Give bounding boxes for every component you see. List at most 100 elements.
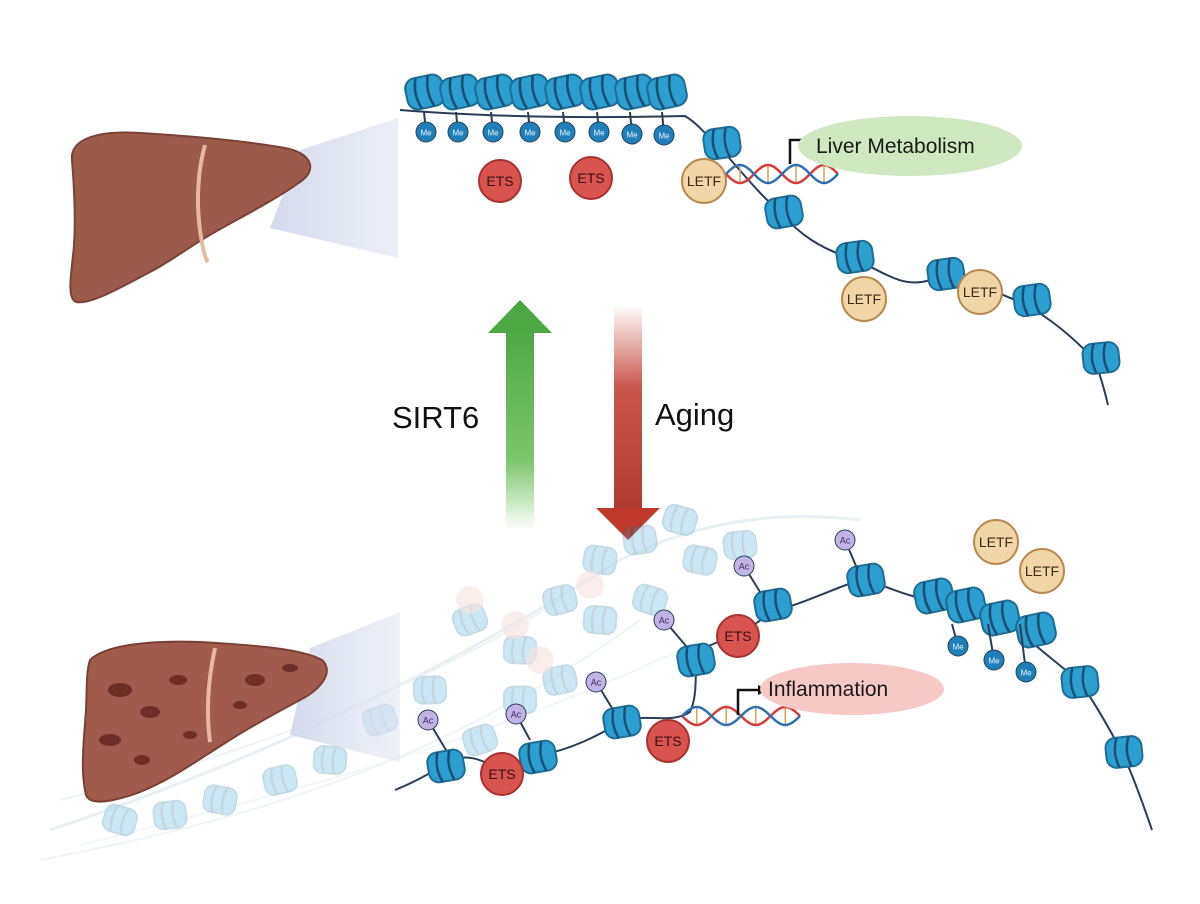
- ets-factor: ETS: [646, 719, 690, 763]
- svg-text:Me: Me: [626, 131, 638, 140]
- nucleosome-icon: [846, 562, 886, 598]
- methyl-mark: Me: [482, 111, 504, 143]
- ets-factor: ETS: [478, 159, 522, 203]
- nucleosome-icon: [646, 73, 688, 111]
- dna-helix-icon: [681, 705, 801, 727]
- nucleosome-icon: [451, 603, 489, 637]
- nucleosome-icon: [622, 524, 658, 556]
- svg-text:LETF: LETF: [1025, 563, 1059, 579]
- svg-text:Me: Me: [420, 129, 432, 138]
- sirt6-label: SIRT6: [392, 400, 479, 435]
- ets-factor: ETS: [716, 614, 760, 658]
- compact-nucleosome-array: [404, 73, 688, 111]
- nucleosome-icon: [542, 583, 578, 617]
- svg-text:Inflammation: Inflammation: [768, 678, 888, 701]
- svg-text:Me: Me: [524, 129, 536, 138]
- svg-text:Me: Me: [952, 643, 964, 652]
- letf-factor: LETF: [957, 269, 1003, 315]
- nucleosome-icon: [518, 739, 558, 775]
- svg-text:Ac: Ac: [591, 678, 602, 688]
- transcription-start-arrow: [736, 688, 758, 715]
- nucleosome-icon: [835, 239, 875, 275]
- chromatin-fiber-top: [399, 109, 1109, 406]
- dna-helix-icon: [725, 163, 839, 185]
- open-nucleosomes: [426, 562, 886, 784]
- svg-text:Me: Me: [593, 129, 605, 138]
- nucleosome-icon: [404, 73, 446, 111]
- nucleosome-icon: [502, 635, 538, 665]
- nucleosome-icon: [631, 583, 669, 617]
- nucleosome-icon: [945, 586, 987, 624]
- svg-text:Liver Metabolism: Liver Metabolism: [816, 135, 975, 158]
- inflammation-label: Inflammation: [760, 663, 944, 715]
- methyl-mark: Me: [1015, 623, 1037, 683]
- svg-text:LETF: LETF: [847, 291, 881, 307]
- nucleosome-icon: [461, 723, 499, 757]
- acetyl-mark: Ac: [417, 709, 447, 751]
- svg-text:Ac: Ac: [840, 536, 851, 546]
- aging-label: Aging: [655, 397, 734, 432]
- methyl-mark: Me: [588, 111, 610, 143]
- svg-text:Ac: Ac: [659, 616, 670, 626]
- nucleosome-icon: [676, 642, 716, 678]
- nucleosome-icon: [426, 748, 466, 784]
- svg-text:Me: Me: [658, 132, 670, 141]
- svg-text:Ac: Ac: [739, 562, 750, 572]
- nucleosome-icon: [1104, 735, 1144, 769]
- nucleosome-icon: [542, 664, 578, 696]
- fibrotic-liver-icon: [81, 640, 328, 803]
- svg-text:LETF: LETF: [979, 534, 1013, 550]
- methyl-mark: Me: [415, 111, 437, 143]
- healthy-liver-icon: [69, 131, 312, 304]
- methyl-mark: Me: [554, 111, 576, 143]
- svg-text:LETF: LETF: [687, 173, 721, 189]
- acetyl-mark: Ac: [585, 671, 613, 709]
- nucleosome-icon: [682, 544, 718, 576]
- nucleosome-icon: [913, 577, 955, 615]
- nucleosome-icon: [764, 194, 804, 230]
- acetyl-mark: Ac: [653, 609, 687, 647]
- methyl-mark: Me: [947, 623, 969, 657]
- ets-factor: ETS: [480, 752, 524, 796]
- svg-text:Me: Me: [487, 129, 499, 138]
- nucleosome-icon: [753, 587, 793, 623]
- nucleosome-icon: [101, 803, 139, 837]
- methyl-mark: Me: [621, 111, 643, 145]
- svg-text:LETF: LETF: [963, 284, 997, 300]
- nucleosome-icon: [1060, 665, 1100, 699]
- liver-metabolism-label: Liver Metabolism: [798, 116, 1022, 176]
- nucleosome-icon: [602, 704, 642, 740]
- svg-text:Me: Me: [452, 129, 464, 138]
- svg-text:Ac: Ac: [511, 710, 522, 720]
- nucleosome-icon: [1012, 282, 1052, 318]
- nucleosome-icon: [1081, 341, 1121, 375]
- acetyl-mark: Ac: [834, 529, 857, 567]
- nucleosome-icon: [702, 125, 742, 161]
- ets-factor: ETS: [569, 156, 613, 200]
- nucleosome-icon: [1015, 611, 1057, 649]
- nucleosome-icon: [152, 799, 188, 831]
- nucleosome-icon: [262, 764, 298, 796]
- svg-text:Ac: Ac: [423, 716, 434, 726]
- svg-text:ETS: ETS: [654, 733, 681, 749]
- methyl-mark: Me: [983, 623, 1005, 671]
- zoom-beam-bottom: [290, 612, 400, 762]
- nucleosome-icon: [722, 529, 758, 561]
- nucleosome-icon: [412, 675, 448, 705]
- open-nucleosomes: [702, 125, 1121, 375]
- sirt6-arrow: [488, 300, 552, 530]
- compact-nucleosome-array: [913, 577, 1144, 769]
- nucleosome-icon: [312, 745, 348, 775]
- nucleosome-icon: [979, 599, 1021, 637]
- letf-factor: LETF: [841, 276, 887, 322]
- svg-text:Me: Me: [1020, 669, 1032, 678]
- nucleosome-icon: [544, 73, 586, 111]
- nucleosome-icon: [614, 73, 656, 111]
- methyl-mark: Me: [447, 111, 469, 143]
- nucleosome-icon: [202, 784, 238, 816]
